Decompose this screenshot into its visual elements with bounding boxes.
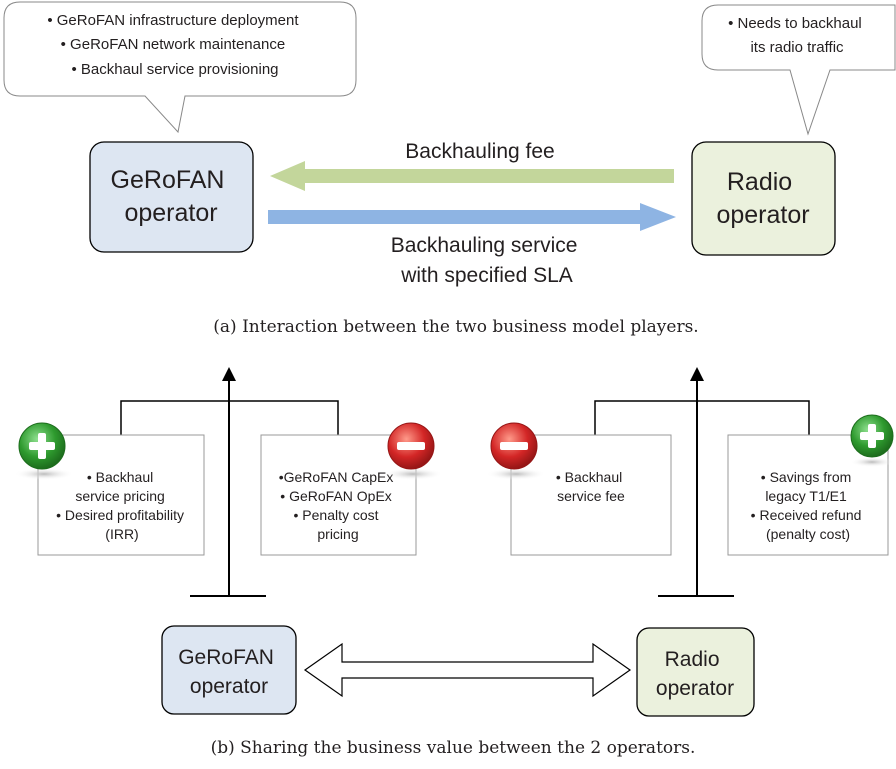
left-plus-box-line: • Desired profitability (56, 507, 184, 523)
right-plus-box: • Savings from legacy T1/E1 • Received r… (727, 434, 889, 556)
gerofan-operator-label: GeRoFAN (111, 166, 225, 194)
gerofan-callout-shape (3, 1, 357, 134)
svg-text:• Backhaul service prici: • Backhaul service pricing • Desired pro… (56, 469, 188, 542)
left-plus-box: • Backhaul service pricing • Desired pro… (37, 434, 205, 556)
gerofan-callout-line: • Backhaul service provisioning (71, 61, 278, 78)
minus-icon-bar (500, 442, 528, 450)
radio-operator-b-label: operator (656, 677, 734, 700)
service-arrow-label: Backhauling service (391, 234, 578, 257)
plus-icon-shadow (14, 468, 74, 480)
left-scale-beam (120, 400, 339, 435)
radio-callout: • Needs to backhaul its radio traffic (701, 4, 896, 136)
svg-text:GeRoFAN operator: GeRoFAN operator (178, 646, 280, 698)
fee-arrow-label: Backhauling fee (405, 140, 554, 163)
svg-text:Radio operator: Radio operator (656, 648, 734, 700)
minus-icon-bar (397, 442, 425, 450)
right-minus-box-line: service fee (557, 488, 625, 504)
right-balance-scale (594, 367, 810, 597)
left-plus-box-line: (IRR) (105, 526, 138, 542)
svg-text:Radio operator: Radio operator (716, 168, 809, 229)
gerofan-operator-box-shape (89, 141, 254, 253)
gerofan-operator-box-b-shape (161, 625, 297, 715)
radio-operator-box-b: Radio operator (636, 627, 755, 717)
svg-text:• GeRoFAN infrastructure deplo: • GeRoFAN infrastructure deployment • Ge… (47, 12, 302, 78)
minus-icon-shadow (486, 468, 546, 480)
fee-arrow-shape (270, 161, 674, 191)
left-minus-box-line: •GeRoFAN CapEx (279, 469, 394, 485)
plus-icon-shadow (850, 457, 894, 467)
right-scale-arrowhead (690, 367, 704, 381)
minus-icon-shadow (383, 468, 443, 480)
radio-operator-label: Radio (727, 168, 792, 196)
svg-text:• Needs to backhaul its: • Needs to backhaul its radio traffic (728, 15, 866, 56)
gerofan-callout-line: • GeRoFAN infrastructure deployment (47, 12, 299, 29)
radio-callout-line: • Needs to backhaul (728, 15, 862, 32)
gerofan-callout: • GeRoFAN infrastructure deployment • Ge… (3, 1, 357, 134)
plus-icon (850, 414, 894, 467)
minus-icon (383, 422, 443, 480)
right-scale-beam (594, 400, 810, 435)
gerofan-operator-box-b: GeRoFAN operator (161, 625, 297, 715)
radio-operator-b-label: Radio (665, 648, 720, 671)
left-plus-box-shape (37, 434, 205, 556)
caption-b: (b) Sharing the business value between t… (211, 738, 696, 758)
right-plus-box-line: legacy T1/E1 (765, 488, 847, 504)
left-minus-box-line: • GeRoFAN OpEx (280, 488, 392, 504)
backhauling-service-arrow: Backhauling service with specified SLA (268, 203, 676, 287)
right-plus-box-line: • Received refund (751, 507, 862, 523)
svg-text:•GeRoFAN CapEx • GeRoFAN: •GeRoFAN CapEx • GeRoFAN OpEx • Penalty … (279, 469, 398, 542)
radio-operator-box-b-shape (636, 627, 755, 717)
svg-text:• Savings from legacy T1: • Savings from legacy T1/E1 • Received r… (751, 469, 866, 542)
caption-a: (a) Interaction between the two business… (213, 317, 698, 337)
right-plus-box-shape (727, 434, 889, 556)
service-arrow-shape (268, 203, 676, 231)
backhauling-fee-arrow: Backhauling fee (270, 140, 674, 191)
left-balance-scale (120, 367, 339, 597)
gerofan-operator-box: GeRoFAN operator (89, 141, 254, 253)
plus-icon-bar (868, 424, 876, 448)
svg-text:GeRoFAN operator: GeRoFAN operator (111, 166, 232, 227)
double-headed-arrow (303, 642, 632, 698)
right-plus-box-line: (penalty cost) (766, 526, 850, 542)
radio-callout-line: its radio traffic (750, 39, 844, 56)
left-minus-box-line: pricing (317, 526, 358, 542)
radio-operator-box-shape (691, 141, 836, 256)
right-minus-box: • Backhaul service fee (510, 434, 672, 556)
left-plus-box-line: service pricing (75, 488, 164, 504)
right-minus-box-line: • Backhaul (556, 469, 622, 485)
radio-operator-label: operator (716, 201, 809, 229)
left-scale-arrowhead (222, 367, 236, 381)
right-minus-box-shape (510, 434, 672, 556)
left-plus-box-line: • Backhaul (87, 469, 153, 485)
gerofan-callout-line: • GeRoFAN network maintenance (61, 36, 286, 53)
service-arrow-label: with specified SLA (400, 264, 573, 287)
radio-callout-shape (701, 4, 896, 136)
gerofan-operator-b-label: GeRoFAN (178, 646, 274, 669)
plus-icon-bar (38, 433, 46, 459)
gerofan-operator-label: operator (124, 199, 217, 227)
svg-text:• Backhaul service fee: • Backhaul service fee (556, 469, 626, 504)
minus-icon (486, 422, 546, 480)
gerofan-operator-b-label: operator (190, 675, 268, 698)
plus-icon (14, 422, 74, 480)
right-plus-box-line: • Savings from (761, 469, 852, 485)
left-minus-box-line: • Penalty cost (294, 507, 379, 523)
radio-operator-box: Radio operator (691, 141, 836, 256)
svg-text:Backhauling service with: Backhauling service with specified SLA (391, 234, 584, 287)
